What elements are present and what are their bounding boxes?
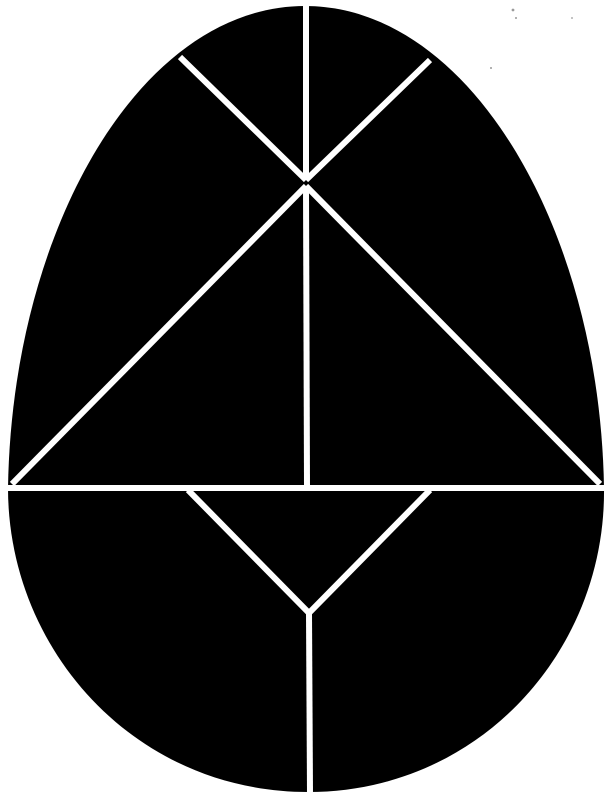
scan-speck	[512, 9, 515, 12]
scan-speck	[490, 67, 492, 69]
scan-speck	[515, 17, 517, 19]
scan-speck	[571, 17, 573, 19]
divider-bottom-vertical	[309, 613, 310, 794]
divider-center-vertical	[306, 186, 307, 486]
